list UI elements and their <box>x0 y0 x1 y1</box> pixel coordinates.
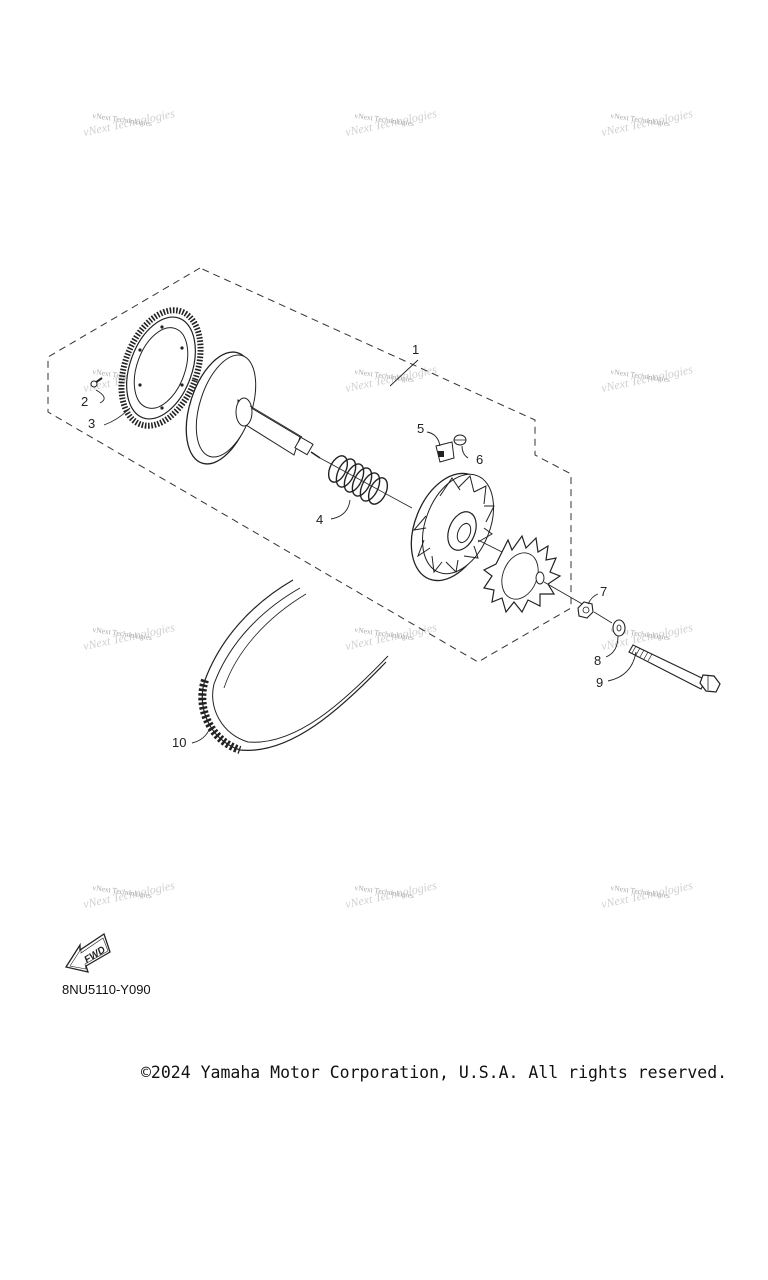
washer-part <box>612 619 626 637</box>
axis-line-segment-2 <box>543 581 585 606</box>
callout-8: 8 <box>594 653 601 668</box>
primary-fixed-sheave-part <box>185 351 321 465</box>
spring-part <box>327 455 389 505</box>
v-belt-part <box>198 579 389 754</box>
movable-sheave-part <box>410 472 495 582</box>
ring-gear-part <box>118 307 204 429</box>
fwd-arrow-icon: FWD <box>64 932 111 973</box>
diagram-code: 8NU5110-Y090 <box>62 982 151 997</box>
leader-lines <box>95 359 637 744</box>
copyright-notice: ©2024 Yamaha Motor Corporation, U.S.A. A… <box>141 1063 728 1082</box>
slider-pin-part <box>453 434 467 446</box>
callout-5: 5 <box>417 421 424 436</box>
callout-1: 1 <box>412 342 419 357</box>
screw-part <box>90 377 103 388</box>
fan-plate-part <box>482 534 562 614</box>
callout-3: 3 <box>88 416 95 431</box>
slider-part <box>435 441 455 463</box>
axis-line-segment-3 <box>593 611 613 624</box>
nut-part <box>577 601 594 619</box>
bolt-part <box>628 644 721 693</box>
callout-6: 6 <box>476 452 483 467</box>
callout-10: 10 <box>172 735 186 750</box>
callout-7: 7 <box>600 584 607 599</box>
callout-4: 4 <box>316 512 323 527</box>
callout-2: 2 <box>81 394 88 409</box>
assembly-boundary <box>47 267 572 663</box>
assembly-axis-line <box>319 457 413 509</box>
callout-9: 9 <box>596 675 603 690</box>
